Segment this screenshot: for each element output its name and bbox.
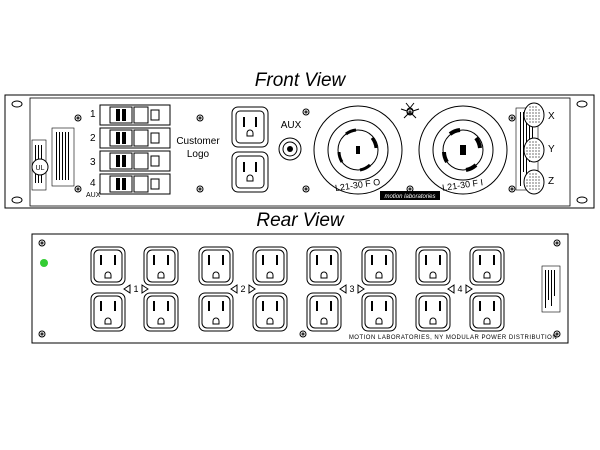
rear-outlet[interactable]	[306, 292, 342, 332]
breaker-label-2: 2	[90, 133, 96, 144]
circuit-breaker-4[interactable]	[99, 173, 171, 195]
breaker-label-3: 3	[90, 157, 96, 168]
circuit-group-label-4: 4	[447, 284, 473, 294]
rear-outlet[interactable]	[415, 246, 451, 286]
circuit-breaker-2[interactable]	[99, 127, 171, 149]
svg-text:UL: UL	[36, 165, 45, 172]
aux-jack[interactable]	[278, 137, 302, 161]
motion-labs-logo-icon	[400, 102, 420, 119]
rack-mount-holes	[11, 100, 588, 204]
rear-outlet-array	[90, 246, 505, 332]
rear-outlet[interactable]	[198, 292, 234, 332]
xyz-speaker-grilles	[523, 102, 545, 195]
rear-outlet[interactable]	[469, 246, 505, 286]
rear-outlet[interactable]	[143, 292, 179, 332]
circuit-group-label-3: 3	[339, 284, 365, 294]
rear-outlet[interactable]	[143, 246, 179, 286]
breaker-label-1: 1	[90, 109, 96, 120]
rear-outlet[interactable]	[306, 246, 342, 286]
rear-outlet[interactable]	[252, 246, 288, 286]
front-duplex-outlet-lower[interactable]	[231, 151, 269, 193]
rear-outlet[interactable]	[415, 292, 451, 332]
rear-outlet[interactable]	[361, 246, 397, 286]
breaker-label-4: 4	[90, 178, 96, 189]
rear-outlet[interactable]	[361, 292, 397, 332]
axis-label-y: Y	[548, 144, 555, 155]
power-led-indicator	[40, 259, 48, 267]
svg-text:3: 3	[349, 284, 354, 294]
axis-label-z: Z	[548, 176, 554, 187]
circuit-breaker-1[interactable]	[99, 104, 171, 126]
rear-spec-label-text	[545, 270, 555, 308]
front-panel-inner-outline	[29, 97, 571, 207]
speaker-grille-z	[523, 169, 545, 195]
rear-outlet[interactable]	[90, 246, 126, 286]
twistlock-receptacle-left[interactable]	[313, 105, 403, 195]
rear-footer-text: MOTION LABORATORIES, NY MODULAR POWER DI…	[349, 335, 557, 341]
speaker-grille-x	[523, 102, 545, 128]
ul-mark: UL	[31, 158, 49, 176]
spec-label-text	[56, 132, 69, 180]
brand-label: motion laboratories	[384, 194, 435, 200]
circuit-breakers	[99, 104, 171, 195]
brand-label-plate	[380, 191, 440, 200]
svg-text:4: 4	[457, 284, 462, 294]
front-duplex-outlet-upper[interactable]	[231, 106, 269, 148]
circuit-group-label-2: 2	[230, 284, 256, 294]
front-screws	[74, 108, 516, 193]
speaker-grille-y	[523, 137, 545, 163]
svg-text:1: 1	[133, 284, 138, 294]
rear-outlet[interactable]	[198, 246, 234, 286]
rear-outlet[interactable]	[252, 292, 288, 332]
breaker-aux-label: AUX	[86, 192, 101, 199]
axis-label-x: X	[548, 111, 555, 122]
spec-label-plate	[51, 127, 75, 187]
rear-screws	[38, 239, 561, 338]
circuit-group-label-1: 1	[123, 284, 149, 294]
rear-spec-label-plate	[541, 265, 561, 313]
customer-logo-line1: Customer	[176, 136, 220, 147]
circuit-breaker-3[interactable]	[99, 150, 171, 172]
front-view-title: Front View	[254, 70, 346, 91]
customer-logo-line2: Logo	[187, 149, 210, 160]
rear-outlet[interactable]	[90, 292, 126, 332]
twistlock-receptacle-right[interactable]	[418, 105, 508, 195]
rear-outlet[interactable]	[469, 292, 505, 332]
svg-text:2: 2	[240, 284, 245, 294]
front-panel: UL 1 2 3 4 AUX Customer Logo AUX	[4, 94, 595, 209]
aux-jack-label: AUX	[281, 120, 302, 131]
rear-view-title: Rear View	[256, 210, 344, 231]
